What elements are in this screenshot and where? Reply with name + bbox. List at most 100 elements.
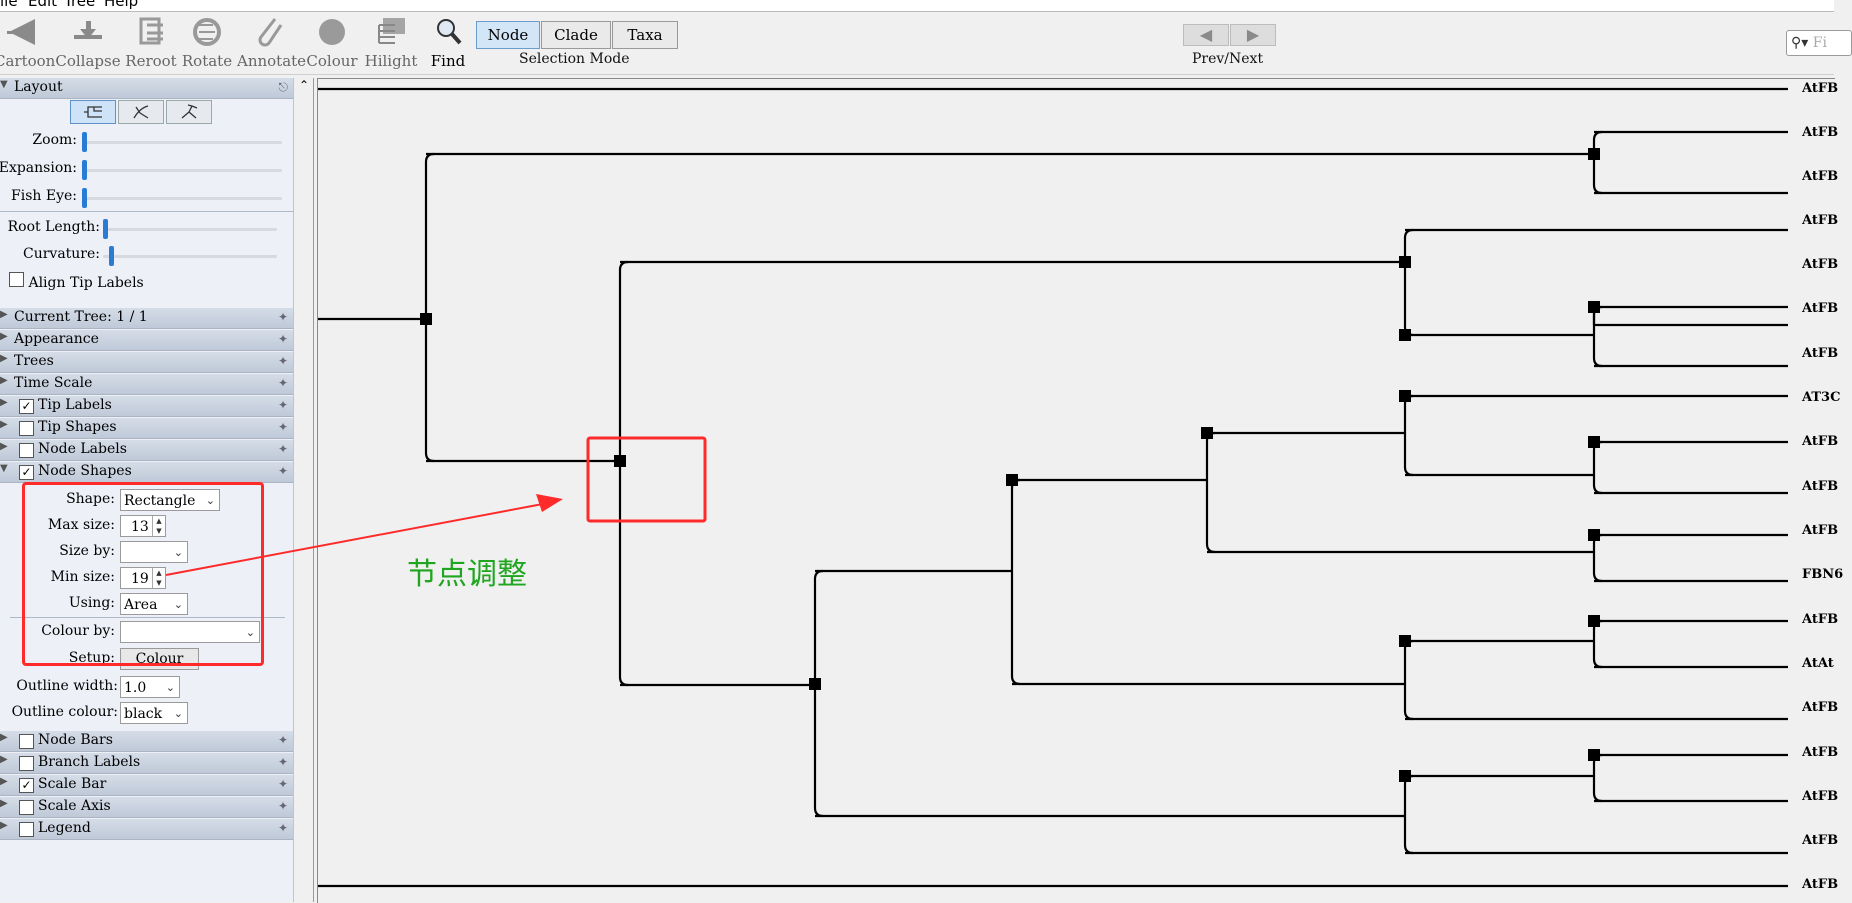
tip-label[interactable]: AT3C <box>1802 390 1841 405</box>
tree-node[interactable] <box>1201 427 1213 439</box>
pin-icon[interactable]: ✦ <box>277 733 288 747</box>
section-checkbox[interactable] <box>19 443 34 458</box>
outline-width-select[interactable]: 1.0⌄ <box>120 676 180 698</box>
tree-node[interactable] <box>1399 635 1411 647</box>
tip-label[interactable]: AtFB <box>1802 745 1839 760</box>
triangle-icon[interactable]: ▶ <box>0 441 8 452</box>
tree-node[interactable] <box>1588 148 1600 160</box>
section-layout[interactable]: ▼ Layout ⎋ <box>0 78 293 99</box>
section-checkbox[interactable] <box>19 800 34 815</box>
tree-node[interactable] <box>1588 529 1600 541</box>
tree-node[interactable] <box>614 455 626 467</box>
tip-label[interactable]: AtFB <box>1802 700 1839 715</box>
tree-node[interactable] <box>1588 615 1600 627</box>
triangle-icon[interactable]: ▶ <box>0 419 8 430</box>
curvature-slider-thumb[interactable] <box>109 246 114 266</box>
section-checkbox[interactable] <box>19 822 34 837</box>
tree-node[interactable] <box>1006 474 1018 486</box>
menu-help[interactable]: Help <box>104 0 139 10</box>
tip-label[interactable]: AtFB <box>1802 257 1839 272</box>
align-tip-labels-checkbox[interactable] <box>9 272 24 287</box>
expansion-slider[interactable] <box>82 169 282 172</box>
tree-node[interactable] <box>1588 749 1600 761</box>
tree-node[interactable] <box>1588 301 1600 313</box>
tip-label[interactable]: AtAt <box>1802 656 1834 671</box>
section-header[interactable]: ▶Trees✦ <box>0 352 293 373</box>
tip-label[interactable]: AtFB <box>1802 81 1839 96</box>
pin-icon[interactable]: ✦ <box>277 332 288 346</box>
tree-node[interactable] <box>1399 770 1411 782</box>
fisheye-slider-thumb[interactable] <box>82 188 87 208</box>
tree-node[interactable] <box>809 678 821 690</box>
section-header[interactable]: ▶Legend✦ <box>0 819 293 840</box>
pin-icon[interactable]: ✦ <box>277 398 288 412</box>
pin-icon[interactable]: ✦ <box>277 777 288 791</box>
section-header[interactable]: ▶✓Scale Bar✦ <box>0 775 293 796</box>
tree-node[interactable] <box>1588 436 1600 448</box>
triangle-icon[interactable]: ▶ <box>0 776 8 787</box>
pin-icon[interactable]: ✦ <box>277 442 288 456</box>
pin-icon[interactable]: ✦ <box>277 464 288 478</box>
rotate-button[interactable]: Rotate <box>181 12 233 70</box>
tip-label[interactable]: AtFB <box>1802 523 1839 538</box>
tree-node[interactable] <box>420 313 432 325</box>
colour-by-select[interactable]: ⌄ <box>120 621 260 643</box>
triangle-icon[interactable]: ▶ <box>0 375 8 386</box>
colour-button[interactable]: Colour <box>306 12 358 70</box>
pin-icon[interactable]: ✦ <box>277 310 288 324</box>
spinner-arrows-icon[interactable]: ▲▼ <box>152 516 165 536</box>
polar-layout-button[interactable] <box>118 100 164 124</box>
pin-icon[interactable]: ✦ <box>277 799 288 813</box>
tree-node[interactable] <box>1399 390 1411 402</box>
root-length-slider-thumb[interactable] <box>103 219 108 239</box>
reroot-button[interactable]: Reroot <box>125 12 177 70</box>
triangle-icon[interactable]: ▶ <box>0 798 8 809</box>
section-header[interactable]: ▶Scale Axis✦ <box>0 797 293 818</box>
mode-taxa-button[interactable]: Taxa <box>612 21 678 49</box>
triangle-icon[interactable]: ▶ <box>0 309 8 320</box>
section-header[interactable]: ▶Branch Labels✦ <box>0 753 293 774</box>
section-checkbox[interactable] <box>19 756 34 771</box>
tip-label[interactable]: FBN6 <box>1802 567 1844 582</box>
triangle-icon[interactable]: ▼ <box>0 463 8 474</box>
pin-icon[interactable]: ✦ <box>277 376 288 390</box>
pin-icon[interactable]: ✦ <box>277 420 288 434</box>
tip-label[interactable]: AtFB <box>1802 434 1839 449</box>
pin-icon[interactable]: ✦ <box>277 821 288 835</box>
tree-canvas[interactable] <box>317 78 1835 903</box>
prev-button[interactable]: ◀ <box>1183 24 1229 46</box>
tip-label[interactable]: AtFB <box>1802 877 1839 892</box>
tip-label[interactable]: AtFB <box>1802 169 1839 184</box>
section-checkbox[interactable]: ✓ <box>19 778 34 793</box>
collapse-panel-icon[interactable]: ⌃ <box>299 78 310 92</box>
section-header[interactable]: ▶✓Tip Labels✦ <box>0 396 293 417</box>
section-header[interactable]: ▼✓Node Shapes✦ <box>0 462 293 483</box>
menu-file[interactable]: ile <box>0 0 18 10</box>
triangle-icon[interactable]: ▶ <box>0 754 8 765</box>
collapse-button[interactable]: Collapse <box>55 12 121 70</box>
triangle-icon[interactable]: ▶ <box>0 820 8 831</box>
tip-label[interactable]: AtFB <box>1802 125 1839 140</box>
tip-label[interactable]: AtFB <box>1802 346 1839 361</box>
menu-tree[interactable]: Tree <box>64 0 96 10</box>
section-checkbox[interactable]: ✓ <box>19 399 34 414</box>
pin-icon[interactable]: ✦ <box>277 755 288 769</box>
annotate-button[interactable]: Annotate <box>237 12 306 70</box>
mode-node-button[interactable]: Node <box>476 21 540 49</box>
tip-label[interactable]: AtFB <box>1802 213 1839 228</box>
zoom-slider-thumb[interactable] <box>82 132 87 152</box>
curvature-slider[interactable] <box>103 255 277 258</box>
zoom-slider[interactable] <box>82 141 282 144</box>
section-header[interactable]: ▶Tip Shapes✦ <box>0 418 293 439</box>
mode-clade-button[interactable]: Clade <box>541 21 611 49</box>
expansion-slider-thumb[interactable] <box>82 160 87 180</box>
tip-label[interactable]: AtFB <box>1802 789 1839 804</box>
min-size-spinner[interactable]: 19▲▼ <box>120 567 166 589</box>
rectangular-layout-button[interactable] <box>70 100 116 124</box>
panel-splitter[interactable]: ⌃ <box>294 78 316 902</box>
triangle-icon[interactable]: ▶ <box>0 331 8 342</box>
align-tip-labels-row[interactable]: Align Tip Labels <box>9 272 144 291</box>
section-header[interactable]: ▶Appearance✦ <box>0 330 293 351</box>
pin-icon[interactable]: ✦ <box>277 354 288 368</box>
section-header[interactable]: ▶Current Tree: 1 / 1✦ <box>0 308 293 329</box>
